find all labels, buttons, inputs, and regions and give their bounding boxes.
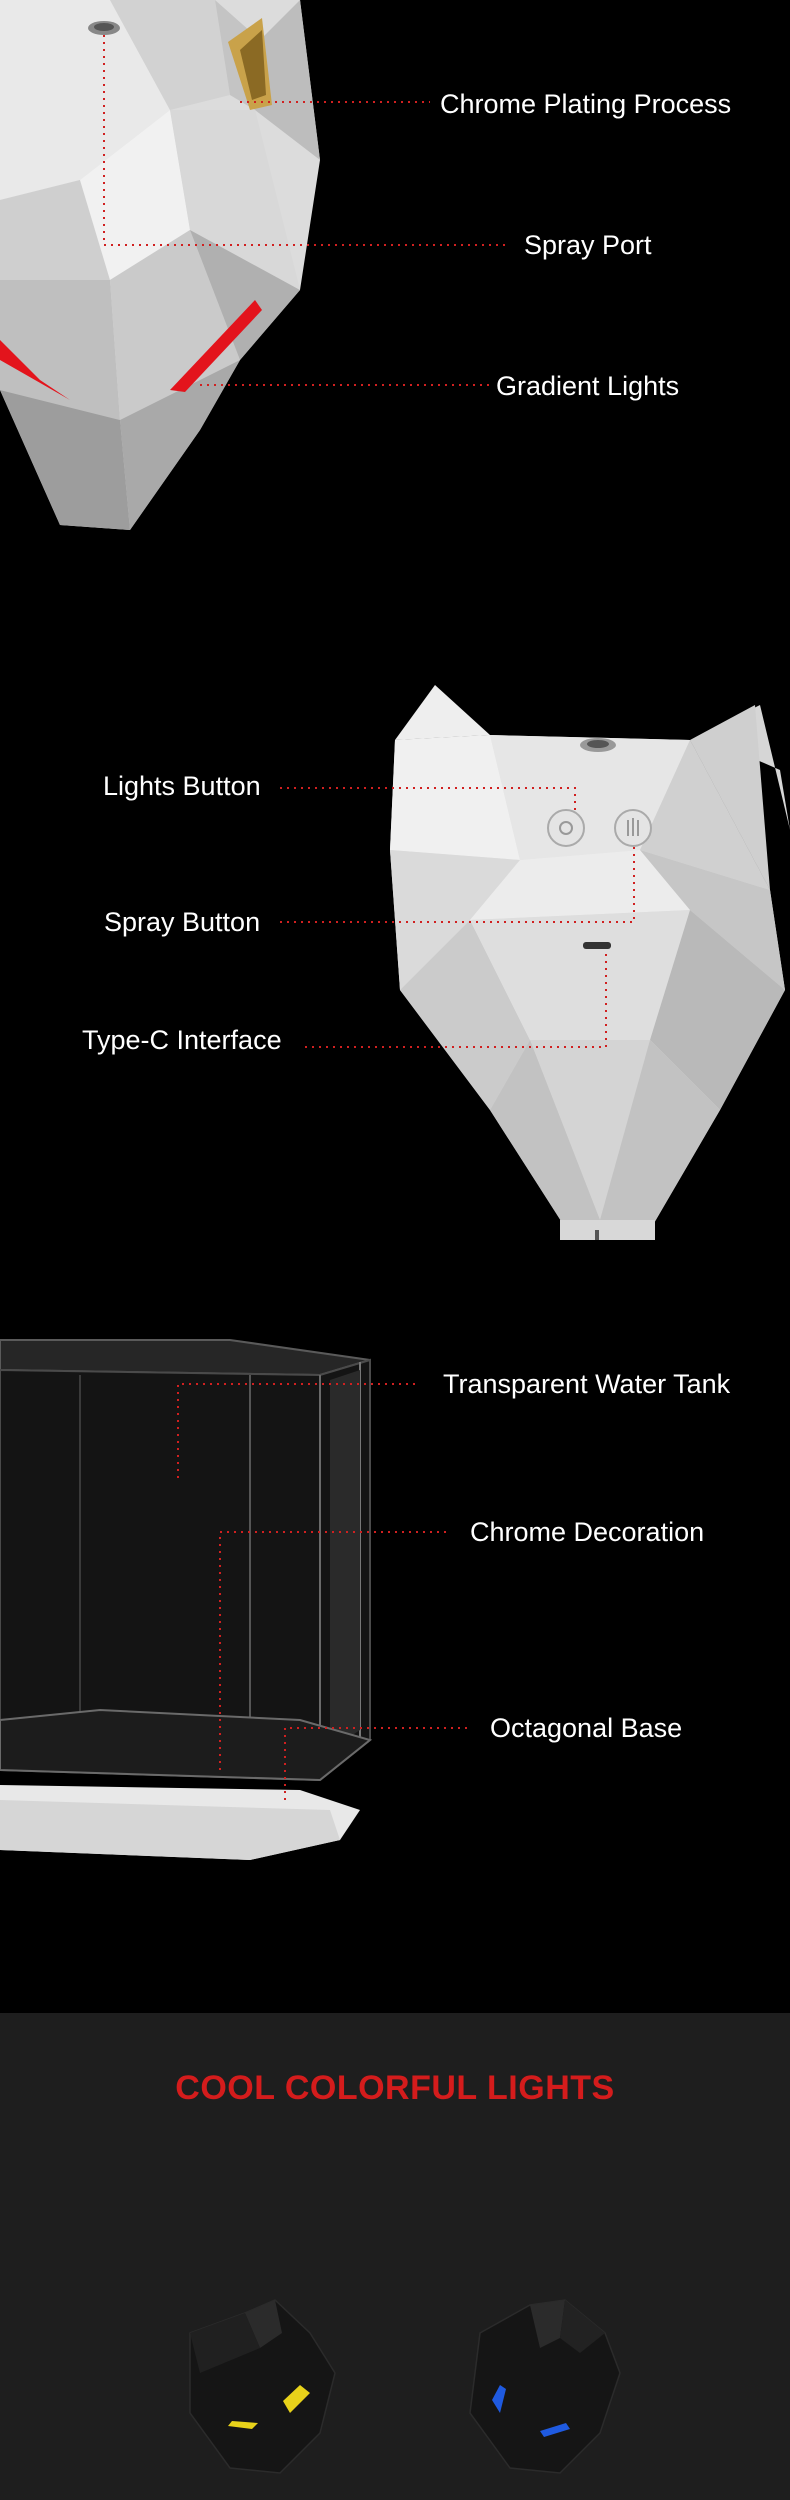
label-chrome-plating: Chrome Plating Process [440,89,732,119]
label-water-tank: Transparent Water Tank [443,1369,731,1399]
cat-head-illustration [0,0,510,530]
label-gradient-lights: Gradient Lights [496,371,680,401]
label-spray-button: Spray Button [104,907,261,937]
feature-section-top: Chrome Plating Process Spray Port Gradie… [0,0,790,560]
label-chrome-decoration: Chrome Decoration [470,1517,705,1547]
label-lights-button: Lights Button [103,771,261,801]
label-octagonal-base: Octagonal Base [490,1713,683,1743]
colorful-lights-section: COOL COLORFUL LIGHTS [0,2013,790,2500]
type-c-port-illustration [583,942,611,949]
section-title: COOL COLORFUL LIGHTS [175,2069,615,2107]
cat-yellow-light [189,2299,336,2474]
cat-head-front-illustration [280,685,790,1240]
label-spray-port: Spray Port [524,230,652,260]
label-type-c: Type-C Interface [82,1025,282,1055]
water-tank-illustration [0,1339,470,1860]
feature-section-controls: Lights Button Spray Button Type-C Interf… [0,660,790,1260]
feature-section-tank: Transparent Water Tank Chrome Decoration… [0,1300,790,1900]
red-light-strip-right [170,300,262,392]
cat-lights-illustration [189,2299,621,2474]
lights-button-illustration [547,809,585,847]
cat-blue-light [469,2299,621,2474]
